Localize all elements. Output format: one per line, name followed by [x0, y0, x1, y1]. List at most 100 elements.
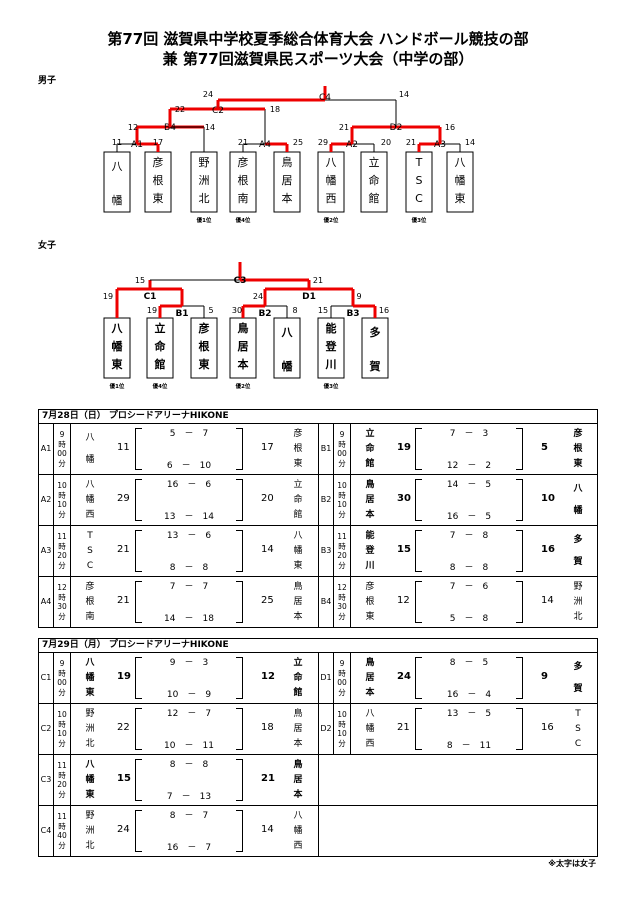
home-score: 19	[397, 442, 411, 453]
team-char: 立	[293, 658, 303, 669]
first-half-score: 13 － 5	[446, 709, 492, 719]
team-name-char: 鳥	[282, 155, 293, 169]
team-char: 幡	[85, 455, 95, 465]
team-name-char: 北	[199, 192, 210, 205]
time-part: 20	[57, 780, 67, 789]
time-part: 12	[57, 583, 67, 592]
team-char: 館	[293, 687, 303, 698]
time-part: 分	[58, 560, 66, 570]
girls-label: 女子	[38, 241, 57, 251]
bracket-left	[415, 479, 422, 521]
away-team: 彦根東	[571, 427, 585, 471]
team-name-char: 根	[153, 173, 164, 187]
match-id: A2	[39, 475, 54, 525]
time-part: 時	[58, 541, 66, 551]
time-part: 10	[57, 500, 67, 509]
bracket-right	[516, 530, 523, 572]
team-char: 鳥	[293, 760, 303, 771]
time-part: 9	[59, 430, 65, 439]
team-char: 登	[365, 545, 375, 556]
home-team: 鳥居本	[363, 478, 377, 522]
time-part: 11	[57, 761, 67, 770]
time-part: 40	[57, 831, 67, 840]
first-half-score: 8 － 8	[169, 760, 209, 770]
rank-label: 優3位	[411, 216, 427, 224]
match-label-C2: C2	[212, 106, 224, 116]
bracket-left	[135, 759, 142, 801]
time-part: 分	[58, 509, 66, 519]
away-score: 14	[541, 595, 554, 606]
team-name-char: 洲	[199, 174, 210, 187]
team-char: 北	[85, 738, 95, 749]
match-label-B4: B4	[164, 123, 176, 133]
team-char: 東	[85, 789, 95, 800]
second-half-score: 12 － 2	[446, 461, 492, 471]
team-char: 立	[293, 480, 303, 491]
bracket-right	[516, 479, 523, 521]
match-id: B3	[319, 526, 334, 576]
team-name-char: 登	[325, 339, 338, 353]
team-name-char: 彦	[238, 155, 249, 169]
home-team: 八幡	[83, 427, 97, 471]
score-label: 15	[318, 306, 328, 315]
empty-cell	[318, 806, 600, 856]
team-char: 八	[85, 658, 95, 669]
team-char: 東	[85, 687, 95, 698]
score-label: 25	[293, 138, 303, 147]
team-char: 彦	[293, 429, 303, 440]
score-label: 11	[112, 138, 122, 147]
time-part: 11	[57, 812, 67, 821]
second-half-score: 7 － 13	[166, 792, 212, 802]
team-char: 多	[573, 535, 583, 545]
team-char: 鳥	[293, 709, 303, 720]
time-part: 分	[58, 789, 66, 799]
time-part: 時	[58, 439, 66, 449]
home-team: 八幡西	[363, 707, 377, 751]
time-part: 00	[57, 678, 67, 687]
rank-label: 優2位	[323, 216, 339, 224]
match-label-C3: C3	[234, 276, 247, 286]
team-name-char: 彦	[199, 321, 210, 335]
team-name-char: 根	[238, 173, 249, 187]
team-name-char: 賀	[369, 359, 381, 373]
team-char: 彦	[365, 582, 375, 593]
second-half-score: 5 － 8	[449, 614, 489, 624]
team-name-char: 幡	[112, 193, 123, 207]
bracket-right	[236, 428, 243, 470]
home-score: 30	[397, 493, 411, 504]
score-label: 17	[153, 138, 163, 147]
team-name-char: 東	[455, 192, 466, 205]
team-name-char: 本	[238, 357, 249, 371]
team-char: S	[575, 723, 581, 734]
first-half-score: 7 － 3	[449, 429, 489, 439]
home-score: 19	[117, 671, 131, 682]
away-score: 17	[261, 442, 274, 453]
bracket-right	[236, 810, 243, 852]
team-char: 居	[293, 596, 303, 607]
first-half-score: 8 － 5	[449, 658, 489, 668]
first-half-score: 9 － 3	[169, 658, 209, 668]
match-label-A1: A1	[131, 140, 143, 150]
first-half-score: 13 － 6	[166, 531, 212, 541]
second-half-score: 6 － 10	[166, 461, 212, 471]
rank-label: 優1位	[196, 216, 212, 224]
half-scores: 8 － 8 7 － 13	[135, 759, 243, 802]
score-label: 16	[379, 306, 389, 315]
home-team: 八幡東	[83, 758, 97, 802]
